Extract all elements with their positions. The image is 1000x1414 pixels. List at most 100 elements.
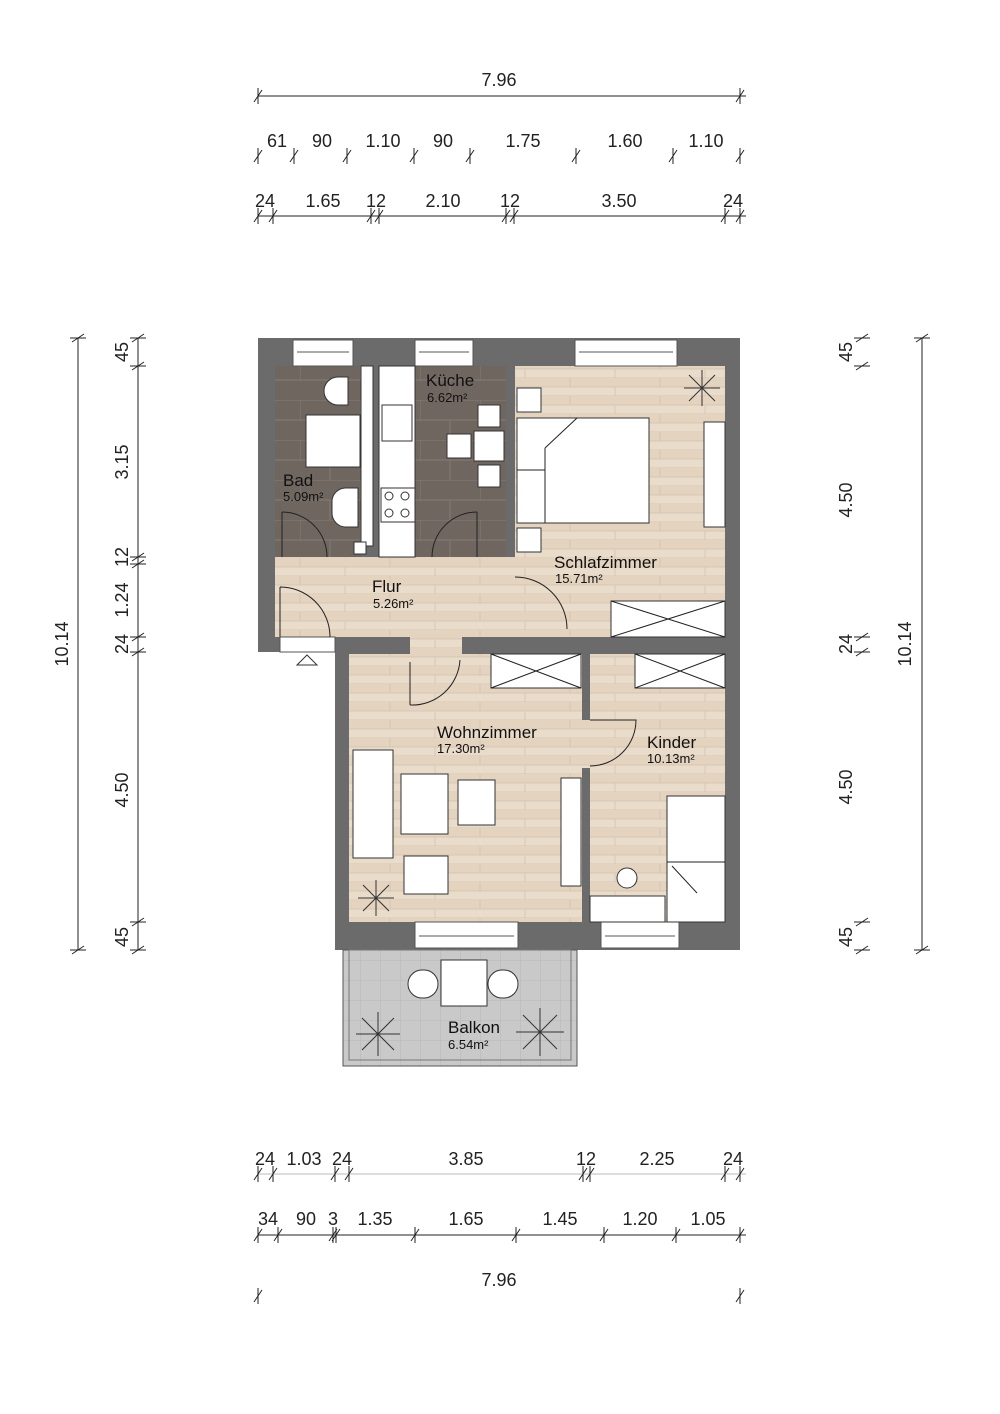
dimension-label: 1.10 bbox=[688, 131, 723, 151]
dimension-tick bbox=[735, 148, 745, 164]
dimension-label: 1.24 bbox=[112, 582, 132, 617]
dimension-label: 3.15 bbox=[112, 444, 132, 479]
dimension-label: 3.50 bbox=[601, 191, 636, 211]
dimension-tick bbox=[130, 632, 146, 642]
dimension-tick bbox=[501, 208, 511, 224]
dimension-label: 3.85 bbox=[448, 1149, 483, 1169]
dimension-tick bbox=[130, 559, 146, 569]
dimension-label: 7.96 bbox=[481, 1270, 516, 1290]
dimension-label: 24 bbox=[723, 1149, 743, 1169]
dimension-tick bbox=[854, 361, 870, 371]
door-swings[interactable] bbox=[279, 511, 637, 767]
dimension-tick bbox=[599, 1227, 609, 1243]
dimension-tick bbox=[854, 945, 870, 955]
dimension-tick bbox=[509, 208, 519, 224]
room-area-wohnzimmer: 17.30m² bbox=[437, 741, 485, 756]
dimension-tick bbox=[720, 208, 730, 224]
room-area-schlafzimmer: 15.71m² bbox=[555, 571, 603, 586]
room-label-flur: Flur bbox=[372, 577, 402, 596]
dimension-tick bbox=[70, 333, 86, 343]
entrance-arrow-icon bbox=[295, 654, 319, 666]
dimension-tick bbox=[130, 333, 146, 343]
dimension-label: 90 bbox=[296, 1209, 316, 1229]
dimension-tick bbox=[273, 1227, 283, 1243]
dimension-tick bbox=[130, 361, 146, 371]
balcony-railing bbox=[348, 949, 572, 1061]
bathroom-wall-partition bbox=[360, 365, 374, 547]
dimension-label: 1.75 bbox=[505, 131, 540, 151]
room-label-wohnzimmer: Wohnzimmer bbox=[437, 723, 537, 742]
dimension-label: 1.65 bbox=[448, 1209, 483, 1229]
dimension-tick bbox=[410, 1227, 420, 1243]
dimension-tick bbox=[735, 1288, 745, 1304]
dimension-tick bbox=[253, 1166, 263, 1182]
dimension-tick bbox=[671, 1227, 681, 1243]
room-label-schlafzimmer: Schlafzimmer bbox=[554, 553, 657, 572]
dimension-label: 90 bbox=[433, 131, 453, 151]
dimension-label: 12 bbox=[576, 1149, 596, 1169]
dimension-label: 24 bbox=[332, 1149, 352, 1169]
dimension-label: 61 bbox=[267, 131, 287, 151]
dimension-tick bbox=[735, 1166, 745, 1182]
plant-icons bbox=[356, 370, 720, 1056]
dimension-tick bbox=[289, 148, 299, 164]
dimension-tick bbox=[720, 1166, 730, 1182]
dimension-label: 1.05 bbox=[690, 1209, 725, 1229]
dimension-label: 24 bbox=[255, 191, 275, 211]
dimension-label: 4.50 bbox=[112, 772, 132, 807]
dimension-tick bbox=[331, 1227, 341, 1243]
dimension-tick bbox=[465, 148, 475, 164]
dimension-label: 4.50 bbox=[836, 482, 856, 517]
dimension-tick bbox=[914, 945, 930, 955]
dimension-label: 1.60 bbox=[607, 131, 642, 151]
dimension-label: 45 bbox=[836, 342, 856, 362]
room-label-bad: Bad bbox=[283, 471, 313, 490]
dimension-tick bbox=[854, 632, 870, 642]
dimension-tick bbox=[253, 88, 263, 104]
dimension-tick bbox=[330, 1166, 340, 1182]
dimension-tick bbox=[130, 917, 146, 927]
dimension-tick bbox=[854, 647, 870, 657]
room-label-kinder: Kinder bbox=[647, 733, 696, 752]
room-area-balkon: 6.54m² bbox=[448, 1037, 489, 1052]
dimension-tick bbox=[585, 1166, 595, 1182]
dimension-tick bbox=[511, 1227, 521, 1243]
dimension-tick bbox=[253, 1288, 263, 1304]
dimension-tick bbox=[130, 945, 146, 955]
dimension-tick bbox=[253, 208, 263, 224]
dimension-label: 7.96 bbox=[481, 70, 516, 90]
dimension-label: 24 bbox=[255, 1149, 275, 1169]
door-opening-kinder bbox=[580, 720, 592, 768]
dimension-tick bbox=[374, 208, 384, 224]
dimension-label: 1.10 bbox=[365, 131, 400, 151]
room-area-flur: 5.26m² bbox=[373, 596, 414, 611]
dimension-tick bbox=[344, 1166, 354, 1182]
dimension-label: 24 bbox=[112, 634, 132, 654]
dimension-label: 24 bbox=[723, 191, 743, 211]
dimension-tick bbox=[268, 208, 278, 224]
dimension-label: 1.45 bbox=[542, 1209, 577, 1229]
dimension-label: 90 bbox=[312, 131, 332, 151]
dimension-label: 4.50 bbox=[836, 769, 856, 804]
dimension-label: 24 bbox=[836, 634, 856, 654]
dimension-tick bbox=[668, 148, 678, 164]
dimension-label: 10.14 bbox=[52, 621, 72, 666]
dimension-label: 1.35 bbox=[357, 1209, 392, 1229]
dimension-label: 12 bbox=[366, 191, 386, 211]
dimension-tick bbox=[914, 333, 930, 343]
dimension-label: 45 bbox=[112, 342, 132, 362]
windows bbox=[279, 339, 680, 949]
dimension-tick bbox=[342, 148, 352, 164]
dimension-tick bbox=[409, 148, 419, 164]
dimension-label: 1.65 bbox=[305, 191, 340, 211]
dimension-label: 1.20 bbox=[622, 1209, 657, 1229]
room-area-kueche: 6.62m² bbox=[427, 390, 468, 405]
dimension-label: 10.14 bbox=[895, 621, 915, 666]
dimension-tick bbox=[130, 647, 146, 657]
dimension-tick bbox=[130, 552, 146, 562]
dimension-tick bbox=[854, 917, 870, 927]
dimension-label: 45 bbox=[112, 927, 132, 947]
dimension-label: 34 bbox=[258, 1209, 278, 1229]
